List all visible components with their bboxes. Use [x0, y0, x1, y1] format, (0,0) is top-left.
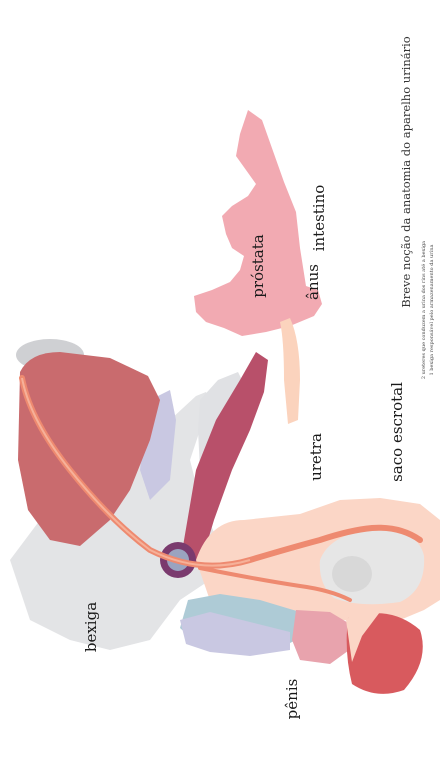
label-prostata: próstata [249, 234, 267, 297]
label-bexiga: bexiga [82, 602, 100, 652]
label-penis: pênis [283, 679, 301, 720]
label-intestino: intestino [310, 185, 328, 252]
label-uretra: uretra [307, 433, 325, 481]
diagram-title: Breve noção da anatomia do aparelho urin… [399, 36, 413, 307]
diagram-note-2: 1 bexiga responsável pelo armazenamento … [429, 245, 435, 376]
label-saco-escrotal: saco escrotal [388, 382, 406, 482]
anus-tube [280, 318, 300, 424]
label-anus: ânus [304, 264, 322, 300]
intestine-shape [194, 110, 322, 336]
diagram-note-1: 2 ureteres que conduzem a urina dos rins… [421, 241, 427, 379]
epididymis-shape [332, 556, 372, 592]
